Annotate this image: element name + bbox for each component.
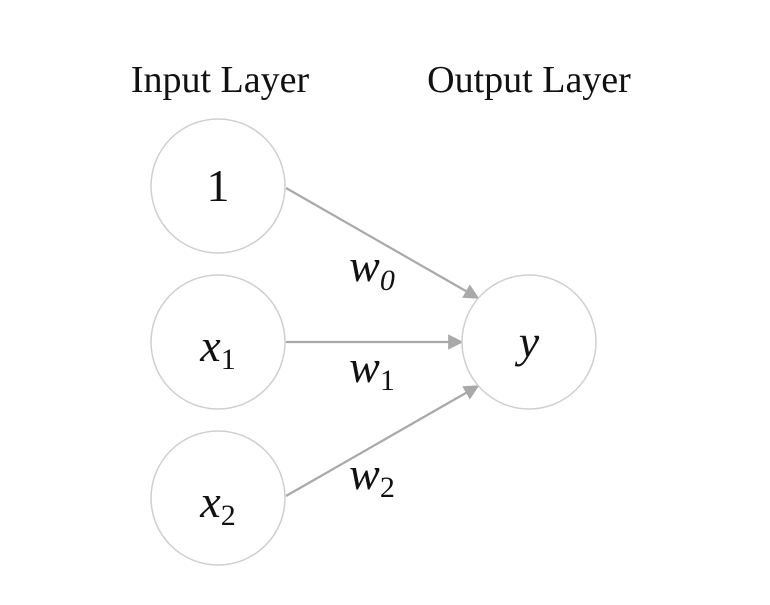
- input-node-x1-label: x1: [199, 320, 235, 376]
- input-node-x1-sub: 1: [221, 343, 236, 376]
- output-node-y-label: y: [515, 316, 540, 367]
- input-node-x2-main: x: [199, 476, 221, 527]
- weight-w1-label: w1: [349, 341, 395, 397]
- input-layer-title: Input Layer: [131, 59, 310, 101]
- input-node-x2-sub: 2: [221, 499, 236, 532]
- output-node-y: [461, 274, 597, 410]
- output-layer-title: Output Layer: [427, 59, 631, 101]
- input-node-x2-label: x2: [199, 476, 235, 532]
- weight-w0-main: w: [349, 240, 380, 291]
- input-node-x1: [150, 274, 286, 410]
- input-node-x1-main: x: [199, 320, 221, 371]
- weight-w2-label: w2: [349, 448, 395, 504]
- weight-w2-main: w: [349, 448, 380, 499]
- weight-w0-sub: 0: [380, 264, 395, 297]
- input-node-bias-label: 1: [207, 160, 230, 211]
- weight-w1-main: w: [349, 341, 380, 392]
- weight-w0-label: w0: [349, 240, 395, 297]
- edge-bias-to-output: [285, 187, 480, 299]
- weight-w1-sub: 1: [380, 364, 395, 397]
- weight-w2-sub: 2: [380, 471, 395, 504]
- edge-x2-to-output: [285, 385, 480, 497]
- input-node-bias-main: 1: [207, 160, 230, 211]
- input-node-bias: [150, 118, 286, 254]
- input-node-x2: [150, 430, 286, 566]
